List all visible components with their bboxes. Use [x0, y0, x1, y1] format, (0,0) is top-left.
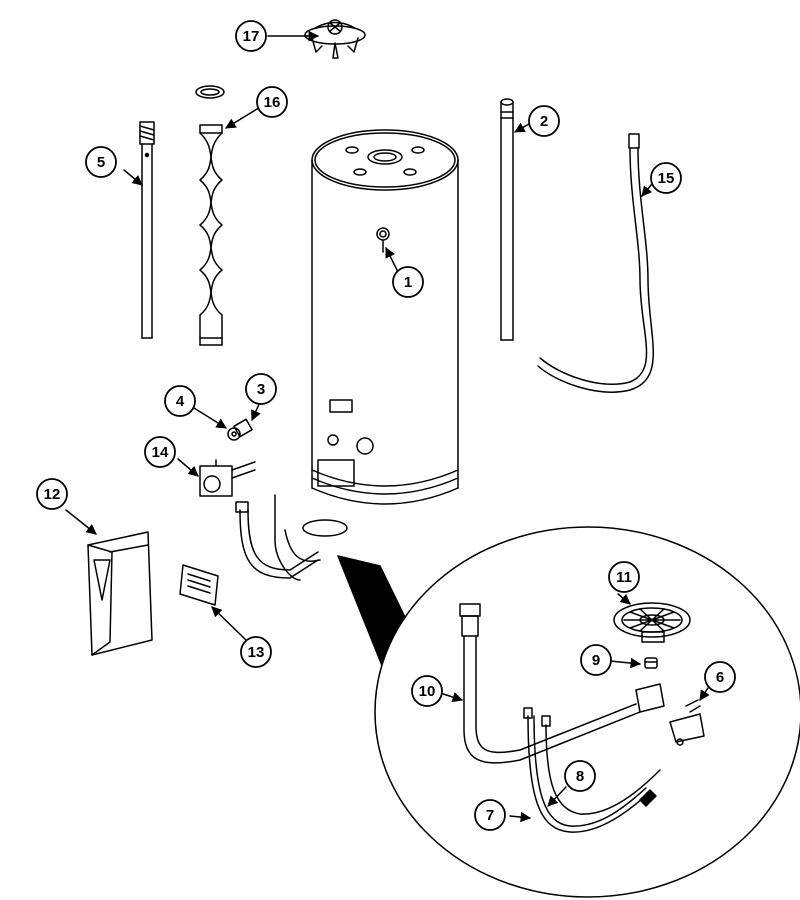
- callout-17: 17: [235, 20, 267, 52]
- callout-label: 9: [592, 652, 600, 669]
- callout-8: 8: [564, 760, 596, 792]
- callout-circle: [580, 644, 612, 676]
- callout-14: 14: [144, 436, 176, 468]
- callout-label: 3: [257, 381, 265, 398]
- detail-circle: [374, 526, 800, 898]
- callout-15: 15: [650, 162, 682, 194]
- callout-label: 1: [404, 274, 412, 291]
- callout-7: 7: [474, 799, 506, 831]
- anode-rod-part: [139, 121, 155, 339]
- callout-circle: [235, 20, 267, 52]
- callout-label: 12: [44, 486, 61, 503]
- callout-circle: [564, 760, 596, 792]
- callout-label: 11: [616, 569, 632, 586]
- callout-16: 16: [256, 86, 288, 118]
- callout-circle: [256, 86, 288, 118]
- callout-2: 2: [528, 105, 560, 137]
- callout-label: 2: [540, 113, 548, 130]
- water-heater-tank: [311, 129, 459, 505]
- callout-label: 16: [264, 94, 281, 111]
- callout-6: 6: [704, 661, 736, 693]
- callout-circle: [411, 675, 443, 707]
- callout-circle: [36, 478, 68, 510]
- callout-4: 4: [164, 385, 196, 417]
- callout-label: 10: [419, 683, 436, 700]
- orifice-part: [644, 657, 658, 669]
- callout-circle: [392, 266, 424, 298]
- outer-door-part: [87, 531, 153, 656]
- callout-label: 15: [658, 170, 675, 187]
- piezo-igniter-part: [669, 699, 705, 746]
- callout-circle: [85, 146, 117, 178]
- callout-12: 12: [36, 478, 68, 510]
- flue-cap-part: [304, 19, 366, 59]
- burner-assembly-small: [235, 494, 348, 581]
- dip-tube-part: [500, 98, 514, 341]
- callout-circle: [528, 105, 560, 137]
- callout-circle: [650, 162, 682, 194]
- callout-circle: [245, 373, 277, 405]
- callout-circle: [608, 561, 640, 593]
- callout-label: 17: [243, 28, 260, 45]
- callout-label: 8: [576, 768, 584, 785]
- callout-1: 1: [392, 266, 424, 298]
- callout-label: 6: [716, 669, 724, 686]
- drain-valve-part: [227, 418, 253, 441]
- flex-tube-part: [537, 133, 654, 393]
- burner-part: [613, 602, 691, 643]
- callout-circle: [144, 436, 176, 468]
- callout-10: 10: [411, 675, 443, 707]
- callout-label: 14: [152, 444, 169, 461]
- callout-circle: [240, 636, 272, 668]
- manifold-tube-part: [459, 603, 665, 764]
- callout-circle: [164, 385, 196, 417]
- callout-13: 13: [240, 636, 272, 668]
- callout-label: 7: [486, 807, 494, 824]
- callout-label: 5: [97, 154, 105, 171]
- gas-valve-part: [199, 459, 256, 497]
- callout-11: 11: [608, 561, 640, 593]
- callout-circle: [474, 799, 506, 831]
- callout-3: 3: [245, 373, 277, 405]
- callout-label: 13: [248, 644, 265, 661]
- callout-9: 9: [580, 644, 612, 676]
- callout-label: 4: [176, 393, 185, 410]
- label-part: [179, 564, 219, 606]
- flue-baffle-part: [195, 85, 225, 346]
- thermocouple-part: [523, 707, 661, 833]
- callout-5: 5: [85, 146, 117, 178]
- callout-circle: [704, 661, 736, 693]
